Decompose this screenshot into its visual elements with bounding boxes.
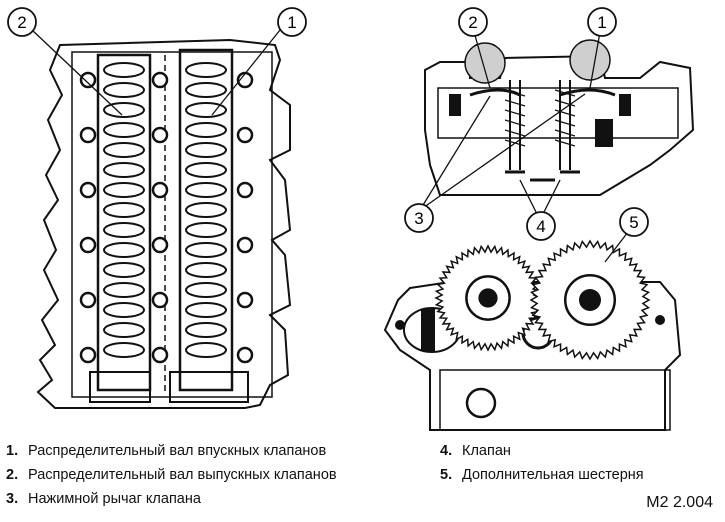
legend-text: Распределительный вал выпускных клапанов xyxy=(28,467,337,483)
cam-lobe xyxy=(185,302,227,318)
callout-left-2: 2 xyxy=(7,7,37,37)
legend-item-5: 5. Дополнительная шестерня xyxy=(440,466,644,484)
head-bolt xyxy=(236,126,254,144)
head-bolt xyxy=(79,71,97,89)
cross-section-view xyxy=(424,54,695,196)
legend-number: 5. xyxy=(440,467,453,483)
callout-right-4: 4 xyxy=(526,211,556,241)
head-bolt xyxy=(236,236,254,254)
cam-lobe xyxy=(185,142,227,158)
cam-lobe xyxy=(103,242,145,258)
camshaft-sections xyxy=(464,39,611,84)
cam-lobe xyxy=(185,182,227,198)
head-bolt xyxy=(151,71,169,89)
legend-text: Дополнительная шестерня xyxy=(462,467,644,483)
figure-reference: M2 2.004 xyxy=(646,494,713,511)
head-bolt xyxy=(151,346,169,364)
head-bolt xyxy=(79,181,97,199)
cam-lobe xyxy=(185,322,227,338)
legend-number: 3. xyxy=(6,491,19,507)
callout-right-2: 2 xyxy=(458,7,488,37)
legend-text: Нажимной рычаг клапана xyxy=(28,491,201,507)
head-bolt xyxy=(151,126,169,144)
legend-number: 2. xyxy=(6,467,19,483)
cam-lobe xyxy=(103,162,145,178)
head-bolt xyxy=(151,291,169,309)
svg-text:4: 4 xyxy=(536,217,545,236)
cam-lobe xyxy=(103,202,145,218)
gear-center xyxy=(579,289,601,311)
callout-right-3: 3 xyxy=(404,203,434,233)
cam-lobe xyxy=(185,242,227,258)
legend-text: Клапан xyxy=(462,443,511,459)
cam-lobe xyxy=(185,202,227,218)
head-bolt xyxy=(79,291,97,309)
cam-lobe xyxy=(103,82,145,98)
cam-lobe xyxy=(103,122,145,138)
cam-lobe xyxy=(103,62,145,78)
cam-lobe xyxy=(103,342,145,358)
cam-lobe xyxy=(103,322,145,338)
legend-item-3: 3. Нажимной рычаг клапана xyxy=(6,490,201,508)
head-bolt xyxy=(236,181,254,199)
cam-lobe xyxy=(103,102,145,118)
cam-lobe xyxy=(103,282,145,298)
camshaft-lobes xyxy=(103,62,227,358)
head-bolt xyxy=(151,181,169,199)
legend-item-4: 4. Клапан xyxy=(440,442,511,460)
svg-text:2: 2 xyxy=(468,13,477,32)
cam-lobe xyxy=(103,142,145,158)
head-bolts xyxy=(79,71,254,364)
cam-lobe xyxy=(185,342,227,358)
cam-lobe xyxy=(103,262,145,278)
callout-left-1: 1 xyxy=(277,7,307,37)
legend-item-1: 1. Распределительный вал впускных клапано… xyxy=(6,442,326,460)
gear-hub xyxy=(564,274,616,326)
legend-item-2: 2. Распределительный вал выпускных клапан… xyxy=(6,466,337,484)
gear-hub xyxy=(465,275,511,321)
cam-lobe xyxy=(185,222,227,238)
left-leaders xyxy=(31,29,281,116)
head-bolt xyxy=(236,291,254,309)
svg-text:2: 2 xyxy=(17,13,26,32)
legend-text: Распределительный вал впускных клапанов xyxy=(28,443,327,459)
cam-lobe xyxy=(103,222,145,238)
svg-text:3: 3 xyxy=(414,209,423,228)
cam-lobe xyxy=(185,282,227,298)
legend-number: 4. xyxy=(440,443,453,459)
cam-lobe xyxy=(185,82,227,98)
callout-right-5: 5 xyxy=(619,207,649,237)
cam-lobe xyxy=(185,262,227,278)
gear-center xyxy=(478,288,498,308)
head-bolt xyxy=(79,236,97,254)
cam-lobe xyxy=(185,122,227,138)
cam-lobe xyxy=(185,62,227,78)
svg-text:1: 1 xyxy=(287,13,296,32)
head-bolt xyxy=(79,126,97,144)
cam-lobe xyxy=(185,102,227,118)
cam-lobe xyxy=(103,182,145,198)
legend-number: 1. xyxy=(6,443,19,459)
cam-lobe xyxy=(185,162,227,178)
cylinder-head-top-view xyxy=(36,38,292,409)
gear-leader xyxy=(604,231,629,263)
cam-gears xyxy=(434,239,651,361)
svg-text:1: 1 xyxy=(597,13,606,32)
head-bolt xyxy=(151,236,169,254)
cam-lobe xyxy=(103,302,145,318)
callout-right-1: 1 xyxy=(587,7,617,37)
head-bolt xyxy=(236,346,254,364)
svg-text:5: 5 xyxy=(629,213,638,232)
head-bolt xyxy=(79,346,97,364)
